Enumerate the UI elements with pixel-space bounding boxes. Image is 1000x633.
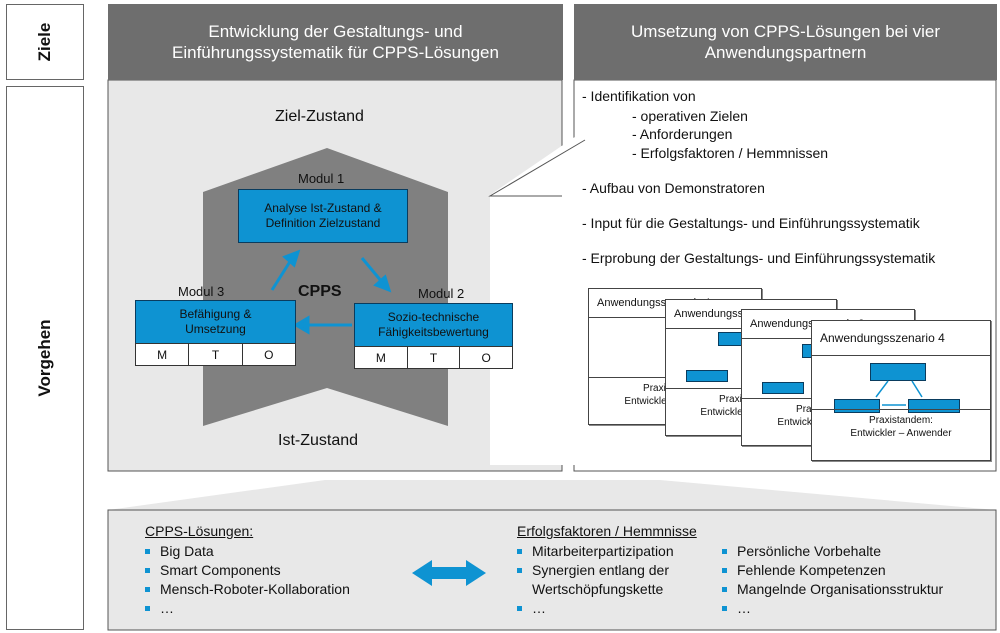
list-item: Synergien entlang der xyxy=(517,561,674,580)
modul2-o: O xyxy=(481,350,491,365)
cpps-label: CPPS xyxy=(298,283,342,300)
callout-edge-top xyxy=(488,139,586,197)
bottom-panel-bg xyxy=(107,509,997,631)
modul1-title: Modul 1 xyxy=(298,171,345,186)
modul2-mto: M T O xyxy=(354,346,513,369)
list-item: … xyxy=(517,599,674,618)
ziel-zustand-label: Ziel-Zustand xyxy=(275,108,364,125)
double-arrow xyxy=(412,560,486,586)
card4-arrows xyxy=(875,380,923,406)
right-header: Umsetzung von CPPS-Lösungen bei vier Anw… xyxy=(574,4,997,80)
modul3-m: M xyxy=(136,344,190,365)
cpps-loesungen-title: CPPS-Lösungen: xyxy=(145,523,254,539)
erfolgsfaktoren-title: Erfolgsfaktoren / Hemmnisse xyxy=(517,523,697,539)
modul3-o: O xyxy=(264,347,274,362)
modul2-box: Sozio-technische Fähigkeitsbewertung xyxy=(354,303,513,347)
list-item: Big Data xyxy=(145,542,350,561)
list-item: Wertschöpfungskette xyxy=(532,581,664,597)
arrow-m2-m3-head xyxy=(293,315,310,335)
modul2-title: Modul 2 xyxy=(418,286,465,301)
list-item: Fehlende Kompetenzen xyxy=(722,561,943,580)
ist-zustand-label: Ist-Zustand xyxy=(278,432,359,449)
modul2-m: M xyxy=(355,347,408,368)
modul3-title: Modul 3 xyxy=(178,284,225,299)
arrow-m3-m1-head xyxy=(282,249,301,268)
left-header: Entwicklung der Gestaltungs- und Einführ… xyxy=(108,4,563,80)
modul3-box: Befähigung & Umsetzung xyxy=(135,300,296,344)
list-item-6: - Input für die Gestaltungs- und Einführ… xyxy=(582,215,920,231)
list-item-5: - Aufbau von Demonstratoren xyxy=(582,180,765,196)
list-item: Mensch-Roboter-Kollaboration xyxy=(145,580,350,599)
list-item: Mangelnde Organisationsstruktur xyxy=(722,580,943,599)
scenario-card-4: Anwendungsszenario 4 Praxistandem:Entwic… xyxy=(811,320,991,461)
list-item: … xyxy=(145,599,350,618)
list-item: Persönliche Vorbehalte xyxy=(722,542,943,561)
modul3-t: T xyxy=(189,344,243,365)
side-label-vorgehen: Vorgehen xyxy=(6,86,84,630)
arrow-m1-m2 xyxy=(360,257,384,283)
bottom-trapezoid xyxy=(108,480,996,510)
cpps-loesungen-list: Big Data Smart Components Mensch-Roboter… xyxy=(145,542,350,618)
list-item-2: - operativen Zielen xyxy=(632,108,748,124)
list-item-1: - Identifikation von xyxy=(582,88,696,104)
list-item: … xyxy=(722,599,943,618)
list-item-4: - Erfolgsfaktoren / Hemmnissen xyxy=(632,145,829,161)
list-item: Mitarbeiterpartizipation xyxy=(517,542,674,561)
arrow-m3-m1 xyxy=(270,259,293,291)
erfolgsfaktoren-list: Mitarbeiterpartizipation Synergien entla… xyxy=(517,542,674,618)
side-label-ziele: Ziele xyxy=(6,4,84,80)
modul2-t: T xyxy=(408,347,461,368)
modul1-box: Analyse Ist-Zustand & Definition Zielzus… xyxy=(238,189,408,243)
callout-shape xyxy=(490,130,585,465)
modul3-mto: M T O xyxy=(135,343,296,366)
hemmnisse-list: Persönliche Vorbehalte Fehlende Kompeten… xyxy=(722,542,943,618)
list-item: Smart Components xyxy=(145,561,350,580)
list-item-7: - Erprobung der Gestaltungs- und Einführ… xyxy=(582,250,936,266)
list-item-3: - Anforderungen xyxy=(632,126,733,142)
arrow-m1-m2-head xyxy=(373,274,392,293)
